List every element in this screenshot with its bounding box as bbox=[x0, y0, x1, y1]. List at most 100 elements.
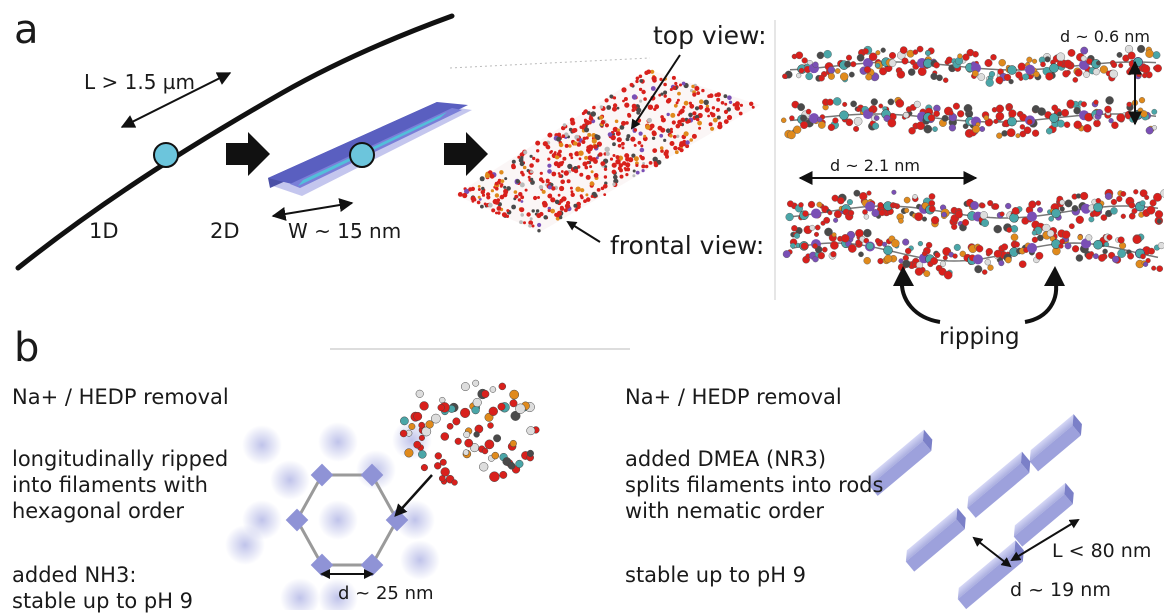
sheet-atom bbox=[698, 105, 703, 110]
sheet-atom bbox=[529, 163, 534, 168]
strand-atom bbox=[996, 105, 1004, 113]
strand-atom bbox=[1112, 256, 1119, 263]
sheet-atom bbox=[570, 118, 575, 123]
sheet-atom bbox=[546, 180, 549, 183]
sheet-atom bbox=[486, 192, 490, 196]
sheet-atom bbox=[598, 152, 602, 156]
sheet-atom bbox=[613, 103, 617, 107]
strand-atom bbox=[837, 197, 844, 204]
sheet-atom bbox=[615, 120, 619, 124]
sheet-atom bbox=[493, 199, 498, 204]
sheet-atom bbox=[562, 157, 566, 161]
sheet-atom bbox=[626, 137, 630, 141]
strand-atom bbox=[857, 54, 864, 61]
strand-atom bbox=[958, 54, 963, 59]
strand-atom bbox=[1064, 60, 1072, 68]
sheet-atom bbox=[632, 105, 636, 109]
sheet-atom bbox=[624, 167, 627, 170]
sheet-atom bbox=[682, 82, 686, 86]
metal-atom bbox=[1008, 117, 1017, 126]
sheet-atom bbox=[752, 106, 755, 109]
d-wide-label: d ~ 2.1 nm bbox=[830, 152, 920, 179]
metal-atom bbox=[1052, 209, 1061, 218]
strand-atom bbox=[1081, 56, 1086, 61]
sheet-atom bbox=[710, 112, 713, 115]
strand-atom bbox=[897, 70, 905, 78]
sheet-atom bbox=[497, 206, 502, 211]
sodium-atom bbox=[809, 113, 819, 123]
sheet-atom bbox=[564, 208, 568, 212]
strand-atom bbox=[822, 247, 827, 252]
strand-atom bbox=[1011, 234, 1018, 241]
strand-atom bbox=[851, 61, 857, 67]
strand-atom bbox=[982, 270, 987, 275]
strand-atom bbox=[1111, 62, 1117, 68]
strand-atom bbox=[863, 229, 871, 237]
sheet-atom bbox=[672, 86, 676, 90]
strand-atom bbox=[1096, 61, 1100, 65]
strand-atom bbox=[980, 203, 985, 208]
sheet-atom bbox=[635, 80, 638, 83]
strand-atom bbox=[1060, 207, 1065, 212]
strand-atom bbox=[796, 52, 803, 59]
strand-atom bbox=[1086, 253, 1093, 260]
strand-atom bbox=[1140, 201, 1145, 206]
sheet-atom bbox=[564, 171, 569, 176]
rod bbox=[962, 452, 1035, 518]
strand-atom bbox=[1038, 108, 1046, 116]
strand-atom bbox=[1081, 102, 1087, 108]
strand-atom bbox=[1012, 207, 1019, 214]
sheet-atom bbox=[634, 144, 637, 147]
sheet-atom bbox=[547, 169, 552, 174]
sheet-atom bbox=[595, 134, 599, 138]
strand-atom bbox=[833, 218, 838, 223]
sheet-atom bbox=[697, 121, 702, 126]
strand-atom bbox=[874, 115, 879, 120]
strand-atom bbox=[913, 194, 918, 199]
molecule-atom bbox=[416, 390, 424, 398]
sheet-atom bbox=[514, 190, 518, 194]
strand-atom bbox=[844, 61, 851, 68]
molecule-atom bbox=[474, 432, 480, 438]
strand-atom bbox=[1158, 242, 1164, 249]
strand-atom bbox=[1104, 242, 1109, 247]
sheet-atom bbox=[642, 169, 645, 172]
sheet-atom bbox=[532, 209, 535, 212]
sheet-atom bbox=[593, 145, 597, 149]
strand-atom bbox=[981, 219, 989, 227]
sheet-atom bbox=[583, 199, 587, 203]
filament-node bbox=[311, 554, 334, 577]
molecule-atom bbox=[510, 390, 519, 399]
sheet-atom bbox=[458, 192, 463, 197]
strand-atom bbox=[806, 109, 811, 114]
strand-atom bbox=[879, 104, 883, 108]
strand-atom bbox=[853, 126, 859, 132]
sheet-atom bbox=[495, 182, 499, 186]
strand-atom bbox=[1078, 235, 1083, 240]
sheet-atom bbox=[670, 88, 673, 91]
metal-atom bbox=[1050, 114, 1059, 123]
sheet-atom bbox=[664, 94, 667, 97]
strand-atom bbox=[840, 73, 848, 81]
sheet-atom bbox=[621, 87, 626, 92]
strand-atom bbox=[1146, 50, 1154, 58]
ripping-label: ripping bbox=[939, 324, 1020, 351]
strand-atom bbox=[1047, 230, 1054, 237]
sheet-atom bbox=[681, 118, 686, 123]
perspective-guide bbox=[450, 58, 650, 68]
molecule-atom bbox=[499, 383, 506, 390]
sheet-atom bbox=[632, 174, 635, 177]
strand-atom bbox=[866, 74, 872, 80]
sheet-atom bbox=[555, 200, 560, 205]
sheet-atom bbox=[542, 190, 546, 194]
sheet-atom bbox=[617, 137, 622, 142]
strand-atom bbox=[833, 97, 841, 105]
sheet-atom bbox=[506, 186, 511, 191]
sheet-atom bbox=[506, 209, 509, 212]
sheet-atom bbox=[698, 127, 701, 130]
sheet-atom bbox=[616, 155, 620, 159]
sheet-atom bbox=[573, 204, 577, 208]
strand-atom bbox=[783, 250, 790, 257]
sheet-atom bbox=[636, 77, 640, 81]
sheet-atom bbox=[589, 165, 592, 168]
